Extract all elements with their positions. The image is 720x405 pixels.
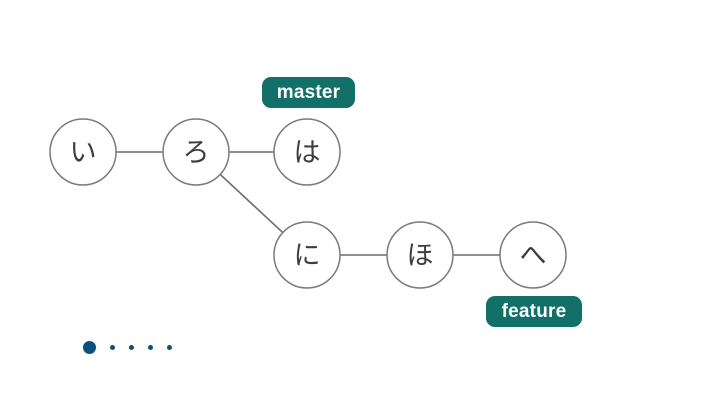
commit-node-label: へ	[520, 241, 547, 272]
pagination-dot[interactable]	[129, 345, 134, 350]
pagination-dots[interactable]	[83, 341, 172, 354]
pagination-dot[interactable]	[110, 345, 115, 350]
commit-node-label: ろ	[183, 138, 210, 169]
commit-node-ro[interactable]: ろ	[162, 118, 230, 186]
pagination-gap	[134, 347, 148, 348]
commit-node-label: い	[70, 138, 97, 169]
pagination-dot[interactable]	[148, 345, 153, 350]
commit-node-label: に	[294, 241, 321, 272]
pagination-gap	[96, 347, 110, 348]
branch-badge-feature[interactable]: feature	[486, 296, 582, 327]
commit-node-circle	[273, 118, 341, 186]
commit-edge-ro-ni	[219, 173, 284, 234]
commit-node-he[interactable]: へ	[499, 221, 567, 289]
pagination-dot[interactable]	[167, 345, 172, 350]
pagination-gap	[115, 347, 129, 348]
commit-node-label: ほ	[407, 241, 434, 272]
branch-badge-label: feature	[501, 301, 567, 322]
commit-node-label: は	[294, 138, 321, 169]
commit-node-ni[interactable]: に	[273, 221, 341, 289]
commit-node-ha[interactable]: は	[273, 118, 341, 186]
commit-node-circle	[499, 221, 567, 289]
branch-badge-label: master	[276, 82, 341, 103]
commit-node-circle	[386, 221, 454, 289]
commit-node-ho[interactable]: ほ	[386, 221, 454, 289]
pagination-gap	[153, 347, 167, 348]
commit-node-circle	[49, 118, 117, 186]
pagination-dot-active[interactable]	[83, 341, 96, 354]
branch-badge-master[interactable]: master	[262, 77, 355, 108]
commit-node-i[interactable]: い	[49, 118, 117, 186]
commit-node-circle	[162, 118, 230, 186]
commit-node-circle	[273, 221, 341, 289]
